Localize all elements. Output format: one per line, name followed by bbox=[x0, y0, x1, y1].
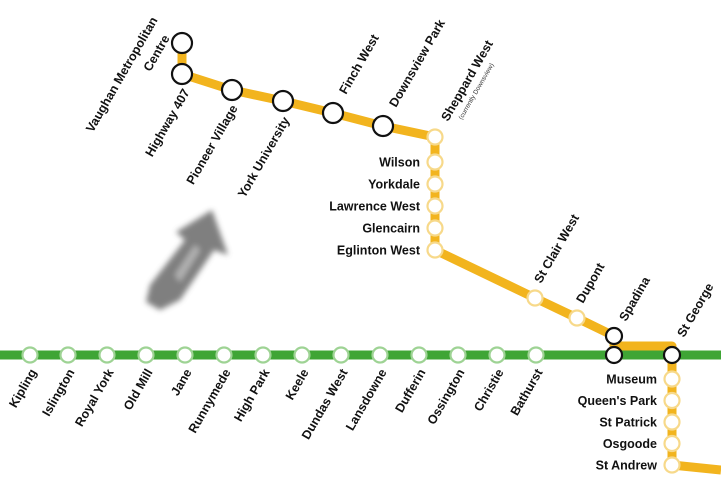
station-ossington bbox=[449, 346, 467, 364]
station-osgoode bbox=[663, 434, 681, 453]
station-christie bbox=[488, 346, 506, 364]
station-sheppard-west bbox=[426, 128, 444, 146]
station-label-keele: Keele bbox=[283, 366, 312, 402]
station-label-runnymede: Runnymede bbox=[186, 366, 234, 435]
station-dundas-west bbox=[332, 346, 350, 364]
station-label-vaughan-metropolitan: Vaughan Metropolitan bbox=[83, 15, 160, 135]
station-label-lawrence-west: Lawrence West bbox=[329, 200, 421, 214]
station-high-park bbox=[254, 346, 272, 364]
station-highway-407 bbox=[170, 62, 194, 86]
station-label-yorkdale: Yorkdale bbox=[368, 178, 420, 192]
station-finch-west bbox=[321, 101, 345, 125]
arrow-cursor-icon bbox=[146, 210, 228, 310]
station-label-dufferin: Dufferin bbox=[393, 367, 429, 416]
station-label-museum: Museum bbox=[606, 373, 657, 387]
station-label-glencairn: Glencairn bbox=[362, 222, 420, 236]
station-vaughan-metropolitan-centre bbox=[170, 31, 194, 55]
station-label-old-mill: Old Mill bbox=[121, 367, 156, 413]
station-label-pioneer-village: Pioneer Village bbox=[184, 102, 241, 186]
station-museum bbox=[663, 370, 681, 388]
station-kipling bbox=[21, 346, 39, 364]
station-label-wilson: Wilson bbox=[379, 156, 420, 170]
station-dufferin bbox=[410, 346, 428, 364]
station-label-queen-s-park: Queen's Park bbox=[578, 394, 657, 408]
station-spadina bbox=[604, 326, 624, 346]
station-downsview-park bbox=[371, 114, 395, 138]
station-label-st-clair-west: St Clair West bbox=[531, 211, 582, 285]
station-label-ossington: Ossington bbox=[425, 367, 468, 428]
station-lansdowne bbox=[371, 346, 389, 364]
station-yorkdale bbox=[426, 175, 444, 193]
station-label-royal-york: Royal York bbox=[72, 366, 116, 429]
station-york-university bbox=[271, 89, 295, 113]
station-label-york-university: York University bbox=[235, 114, 293, 200]
station-label-jane: Jane bbox=[168, 366, 194, 398]
station-label-kipling: Kipling bbox=[6, 367, 39, 411]
station-label-st-patrick: St Patrick bbox=[599, 416, 657, 430]
station-wilson bbox=[426, 153, 444, 171]
station-label-osgoode: Osgoode bbox=[603, 437, 657, 451]
station-bathurst bbox=[527, 346, 545, 364]
station-label-st-andrew: St Andrew bbox=[596, 459, 658, 473]
station-st-patrick bbox=[663, 413, 681, 431]
station-islington bbox=[59, 346, 77, 364]
station-glencairn bbox=[426, 219, 444, 237]
station-label-st-george: St George bbox=[674, 281, 716, 340]
station-old-mill bbox=[137, 346, 155, 364]
station-label-downsview-park: Downsview Park bbox=[386, 17, 447, 109]
station-label-high-park: High Park bbox=[231, 366, 272, 424]
station-label-highway-407: Highway 407 bbox=[143, 86, 193, 159]
station-label-islington: Islington bbox=[39, 367, 77, 419]
station-label-bathurst: Bathurst bbox=[508, 366, 546, 418]
station-label-eglinton-west: Eglinton West bbox=[337, 244, 421, 258]
station-royal-york bbox=[98, 346, 116, 364]
station-st-andrew bbox=[663, 456, 681, 474]
station-queen-s-park bbox=[663, 391, 681, 410]
station-st-george bbox=[662, 345, 682, 365]
station-label-spadina: Spadina bbox=[616, 273, 653, 323]
station-keele bbox=[293, 346, 311, 364]
station-label-christie: Christie bbox=[471, 366, 506, 413]
station-lawrence-west bbox=[426, 197, 444, 215]
station-label-lansdowne: Lansdowne bbox=[343, 366, 390, 433]
station-label-finch-west: Finch West bbox=[336, 31, 382, 96]
station-eglinton-west bbox=[426, 241, 444, 259]
station-st-clair-west bbox=[526, 289, 544, 307]
station-label-dupont: Dupont bbox=[573, 260, 607, 306]
station-runnymede bbox=[215, 346, 233, 364]
station-spadina bbox=[604, 345, 624, 365]
station-jane bbox=[176, 346, 194, 364]
station-dupont bbox=[568, 309, 586, 327]
station-pioneer-village bbox=[220, 78, 244, 102]
